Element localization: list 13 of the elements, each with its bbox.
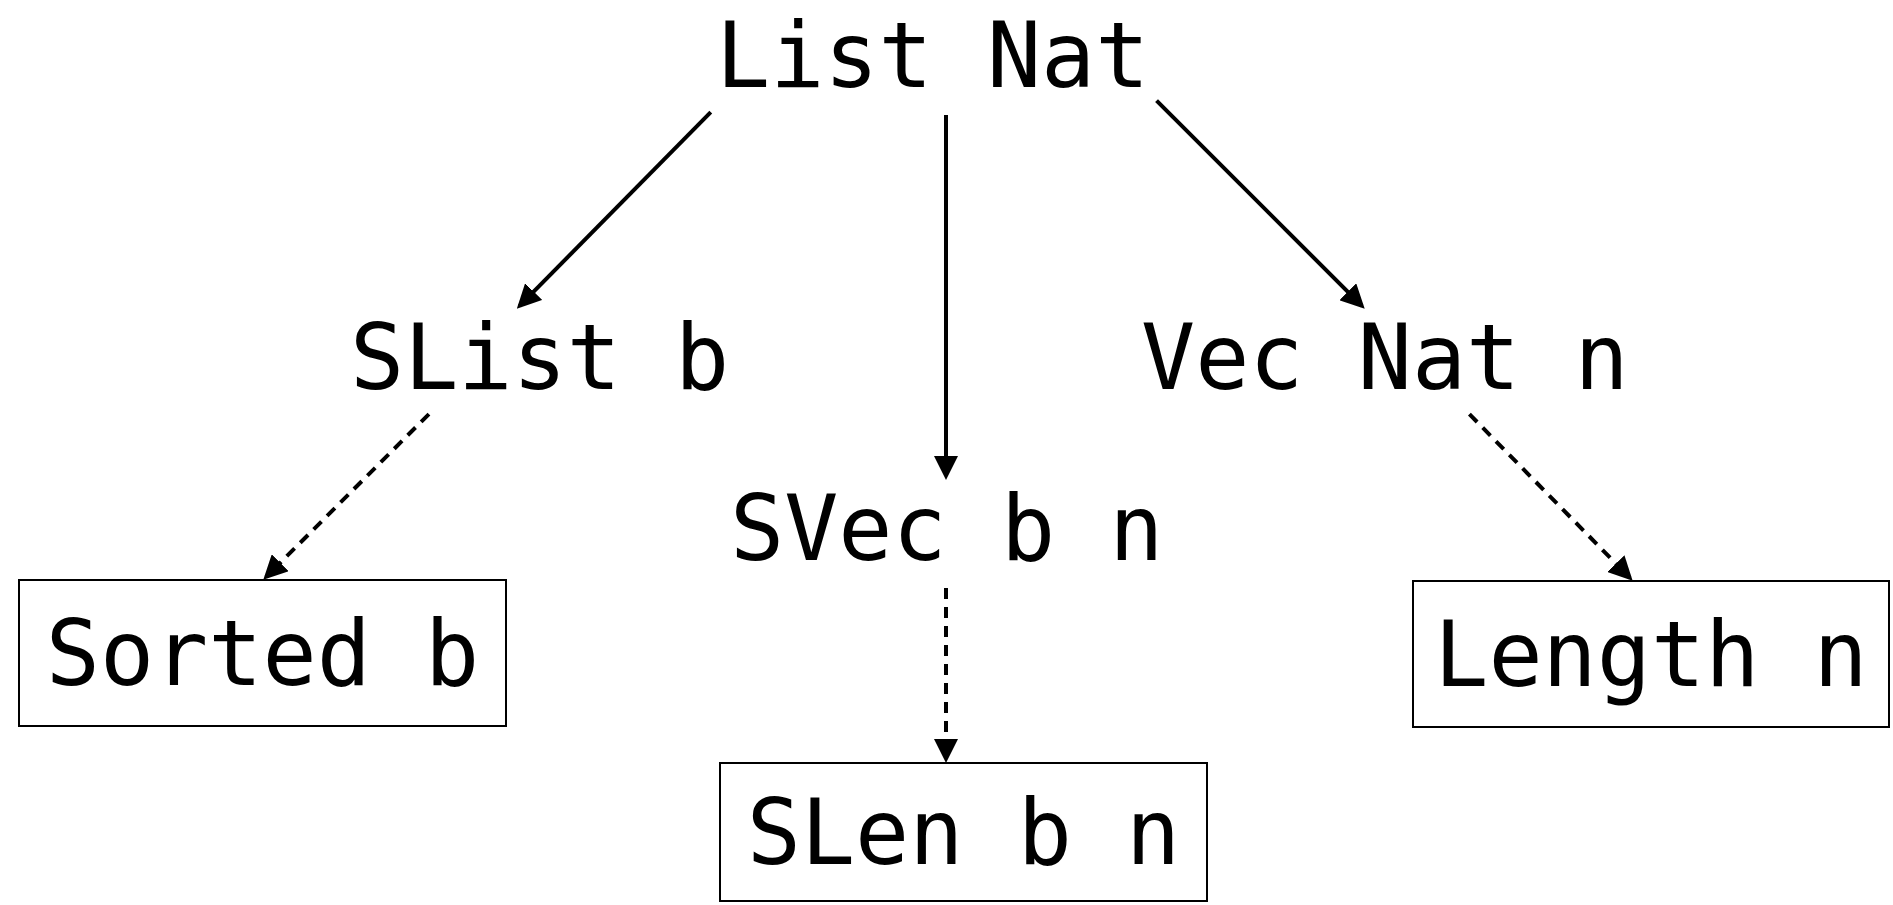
arrow	[1155, 99, 1365, 309]
arrow	[934, 588, 958, 763]
type-label: Vec Nat n	[1141, 308, 1629, 407]
type-box: Sorted b	[18, 579, 507, 727]
arrow	[263, 412, 431, 580]
arrow	[1468, 412, 1633, 581]
type-label: List Nat	[716, 6, 1150, 105]
type-box: SLen b n	[719, 762, 1208, 902]
arrow	[516, 110, 713, 309]
type-box: Length n	[1412, 580, 1890, 728]
arrow	[934, 115, 958, 480]
type-label: SVec b n	[730, 479, 1164, 578]
type-label: SList b	[350, 308, 730, 407]
